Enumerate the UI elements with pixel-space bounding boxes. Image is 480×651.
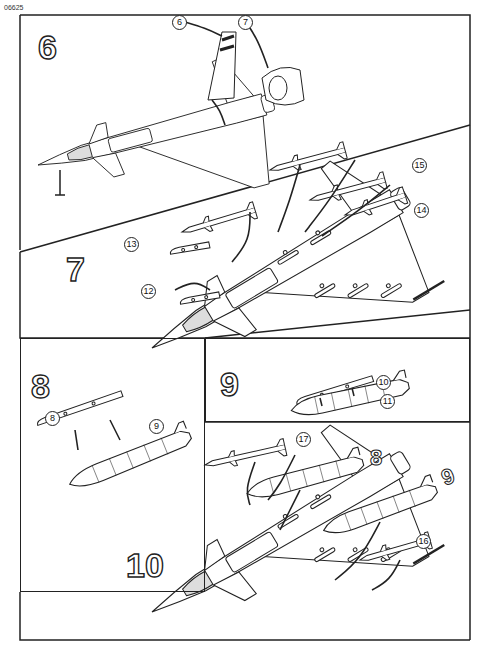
callout-number: 7 (238, 15, 253, 30)
tail-fin (208, 32, 236, 100)
leader-line (372, 560, 400, 590)
callout-number: 9 (439, 465, 458, 490)
leader-line (352, 388, 354, 396)
exhaust-nozzle (262, 67, 304, 105)
callout-number: 8 (370, 447, 382, 469)
callout-number: 11 (380, 394, 395, 409)
leader-line (320, 398, 322, 406)
leader-line (75, 430, 78, 450)
fuel-tank (318, 474, 439, 539)
leader-line (305, 160, 355, 232)
callout-number: 13 (124, 237, 139, 252)
sheet-code: 06625 (4, 4, 23, 11)
missile (342, 187, 407, 223)
leader-line (278, 165, 300, 232)
step-number: 7 (66, 252, 85, 286)
fuel-tank (243, 447, 365, 502)
callout-number: 12 (141, 284, 156, 299)
aircraft (117, 401, 455, 651)
callout-number: 10 (376, 375, 391, 390)
leader-line (322, 185, 390, 236)
step-number: 9 (220, 367, 239, 401)
callout-number: 16 (416, 534, 431, 549)
panel-frame (20, 15, 470, 640)
missile (203, 439, 287, 474)
step-panel: 9 10 11 (205, 338, 470, 422)
aircraft (23, 48, 293, 241)
callout-number: 17 (296, 432, 311, 447)
missile (268, 142, 347, 178)
leader-line (110, 420, 120, 440)
step-number: 6 (38, 30, 57, 64)
callout-number: 8 (45, 411, 60, 426)
step-number: 10 (126, 548, 164, 582)
pylon (169, 241, 210, 256)
missile (180, 202, 258, 240)
callout-number: 15 (412, 158, 427, 173)
missile (358, 532, 433, 568)
aircraft (117, 137, 455, 430)
leader-line (185, 22, 222, 36)
pylon (179, 291, 220, 306)
leader-line (212, 100, 225, 125)
callout-number: 6 (172, 15, 187, 30)
leader-line (335, 522, 380, 580)
fuel-tank (64, 421, 194, 493)
step-panel: 8 8 9 (20, 338, 205, 592)
leader-line (232, 212, 250, 262)
leader-line (175, 283, 210, 290)
leader-line (268, 455, 295, 500)
callout-number: 9 (149, 419, 164, 434)
leader-line (247, 462, 255, 505)
fuel-tank (288, 370, 411, 419)
callout-number: 14 (414, 203, 429, 218)
leader-line (280, 490, 300, 530)
step-number: 8 (31, 369, 50, 403)
